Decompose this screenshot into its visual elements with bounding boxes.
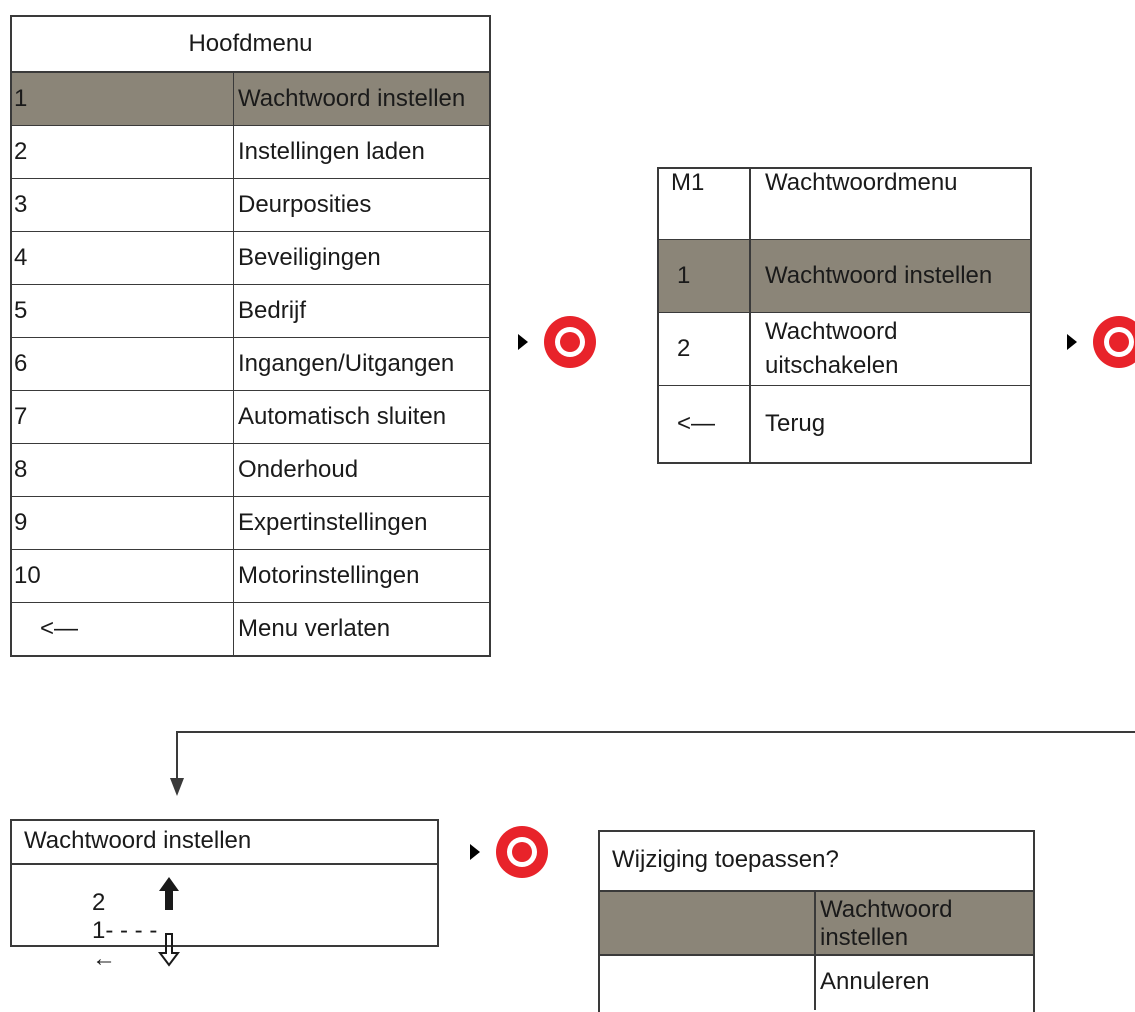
option-set-password[interactable]: Wachtwoord instellen <box>816 892 1033 954</box>
menu-item[interactable]: 9 Expertinstellingen <box>11 496 490 550</box>
password-entry[interactable]: 1- - - - <box>92 917 158 944</box>
dialog-title: Wijziging toepassen? <box>600 832 1033 892</box>
digit-value: 2 <box>92 889 106 916</box>
menu-item[interactable]: 2 Wachtwoord uitschakelen <box>658 312 1031 386</box>
menu-item-label: Beveiligingen <box>233 231 490 285</box>
menu-item[interactable]: 4 Beveiligingen <box>11 231 490 285</box>
menu-item[interactable]: 3 Deurposities <box>11 178 490 232</box>
menu-item-label: Automatisch sluiten <box>233 390 490 444</box>
menu-item-back[interactable]: <— Terug <box>658 385 1031 463</box>
menu-item-exit[interactable]: <— Menu verlaten <box>11 602 490 656</box>
password-menu-title: Wachtwoordmenu <box>765 169 958 196</box>
menu-item[interactable]: 1 Wachtwoord instellen <box>11 71 490 126</box>
down-arrow-icon <box>170 778 184 796</box>
confirm-button-icon[interactable] <box>1067 312 1135 374</box>
apply-change-dialog: Wijziging toepassen? Wachtwoord instelle… <box>598 830 1035 1012</box>
menu-item[interactable]: 5 Bedrijf <box>11 284 490 338</box>
menu-item[interactable]: 1 Wachtwoord instellen <box>658 239 1031 313</box>
option-cancel[interactable]: Annuleren <box>820 968 930 995</box>
menu-item-label: Deurposities <box>233 178 490 232</box>
menu-item-label: Onderhoud <box>233 443 490 497</box>
option-row[interactable]: Wachtwoord instellen <box>600 892 1033 956</box>
menu-item[interactable]: 10 Motorinstellingen <box>11 549 490 603</box>
flow-connector <box>170 731 1135 796</box>
menu-item-label: Wachtwoord instellen <box>750 239 1031 313</box>
menu-item-label: Expertinstellingen <box>233 496 490 550</box>
menu-item-number: 7 <box>11 390 234 444</box>
set-password-dialog: Wachtwoord instellen 2 1- - - - ← <box>10 819 439 972</box>
menu-item-label: Terug <box>750 385 1031 463</box>
menu-item-number: 10 <box>11 549 234 603</box>
menu-item-label: Wachtwoord instellen <box>233 71 490 126</box>
menu-item-number: 1 <box>658 239 751 313</box>
menu-item-label: Ingangen/Uitgangen <box>233 337 490 391</box>
menu-item-label: Motorinstellingen <box>233 549 490 603</box>
main-menu: Hoofdmenu 1 Wachtwoord instellen 2 Inste… <box>10 15 491 657</box>
menu-item[interactable]: 2 Instellingen laden <box>11 125 490 179</box>
confirm-button-icon[interactable] <box>518 312 598 374</box>
menu-item[interactable]: 6 Ingangen/Uitgangen <box>11 337 490 391</box>
menu-item-number: 4 <box>11 231 234 285</box>
option-spacer <box>600 956 816 1010</box>
confirm-button-icon[interactable] <box>470 822 550 884</box>
menu-item-number: 9 <box>11 496 234 550</box>
menu-item[interactable]: 8 Onderhoud <box>11 443 490 497</box>
menu-item-label: Menu verlaten <box>233 602 490 656</box>
main-menu-title: Hoofdmenu <box>11 16 490 73</box>
menu-item-number: 6 <box>11 337 234 391</box>
password-menu-code: M1 <box>658 168 751 240</box>
option-row[interactable]: Annuleren <box>600 956 1033 1010</box>
password-menu: M1 Wachtwoordmenu 1 Wachtwoord instellen… <box>657 167 1032 464</box>
dialog-title: Wachtwoord instellen <box>12 821 437 865</box>
arrow-down-icon[interactable] <box>158 933 180 967</box>
menu-item-number: 1 <box>11 71 234 126</box>
menu-item-number: 5 <box>11 284 234 338</box>
menu-item-label: Bedrijf <box>233 284 490 338</box>
menu-item-number: 3 <box>11 178 234 232</box>
back-arrow-icon[interactable]: ← <box>92 945 116 972</box>
arrow-up-icon[interactable] <box>158 877 180 911</box>
back-arrow-icon: <— <box>11 602 234 656</box>
back-arrow-icon: <— <box>658 385 751 463</box>
menu-item-number: 2 <box>658 312 751 386</box>
menu-item[interactable]: 7 Automatisch sluiten <box>11 390 490 444</box>
menu-item-label: Wachtwoord uitschakelen <box>750 312 1031 386</box>
menu-item-number: 8 <box>11 443 234 497</box>
menu-item-label: Instellingen laden <box>233 125 490 179</box>
menu-item-number: 2 <box>11 125 234 179</box>
option-spacer <box>600 892 816 954</box>
